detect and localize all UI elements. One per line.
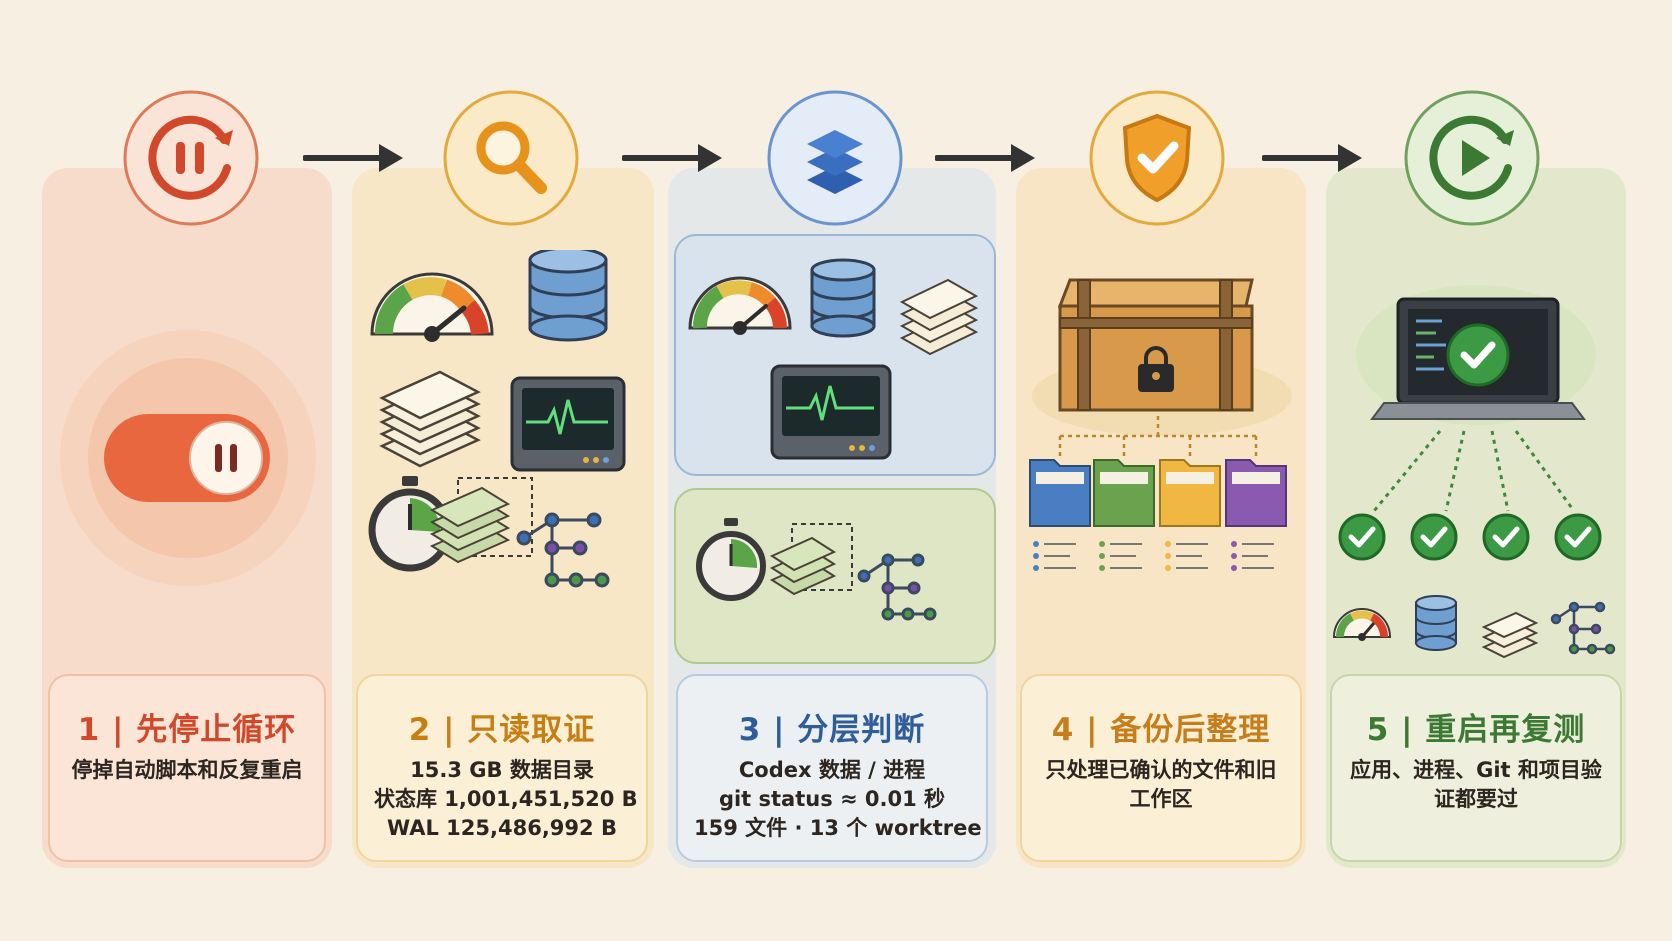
file-list-lines: [1033, 541, 1274, 571]
step-2-line-1: 15.3 GB 数据目录: [410, 758, 594, 782]
step-3-line-3: 159 文件 · 13 个 worktree: [694, 816, 982, 840]
step-5-description: 应用、进程、Git 和项目验证都要过: [1348, 756, 1604, 814]
small-gauge-icon: [1332, 608, 1392, 641]
step-3-description: Codex 数据 / 进程 git status ≈ 0.01 秒 159 文件…: [694, 756, 982, 843]
flow-arrow-1: [303, 144, 403, 172]
step-3-line-2: git status ≈ 0.01 秒: [718, 787, 946, 811]
retest-illustration: [1332, 285, 1616, 659]
database-icon: [810, 258, 876, 338]
evidence-icons-group: [368, 250, 626, 588]
pause-loop-icon: [123, 90, 259, 226]
play-loop-icon: [1404, 90, 1540, 226]
gauge-icon: [688, 276, 792, 335]
check-icon-project: [1554, 513, 1602, 561]
step-1-caption: 1 | 先停止循环 停掉自动脚本和反复重启: [48, 674, 326, 862]
step-2-line-3: WAL 125,486,992 B: [387, 816, 617, 840]
folder-icon-yellow: [1159, 459, 1221, 527]
step-2-caption: 2 | 只读取证 15.3 GB 数据目录 状态库 1,001,451,520 …: [356, 674, 648, 862]
backup-illustration: [1029, 278, 1292, 571]
step-2-title: 2 | 只读取证: [408, 712, 596, 748]
shield-check-icon: [1089, 90, 1225, 226]
layers-icon: [767, 90, 903, 226]
step-4-caption: 4 | 备份后整理 只处理已确认的文件和旧工作区: [1020, 674, 1302, 862]
step-1-line-1: 停掉自动脚本和反复重启: [71, 758, 303, 782]
step-5-title: 5 | 重启再复测: [1366, 712, 1586, 748]
small-database-icon: [1415, 595, 1457, 651]
step-5-line-1: 应用、进程、Git 和项目验证都要过: [1350, 758, 1602, 811]
step-3-title: 3 | 分层判断: [738, 712, 926, 748]
folder-icon-purple: [1225, 459, 1287, 527]
layered-judgement-icons: [688, 258, 979, 621]
check-icon-git: [1482, 513, 1530, 561]
snapshot-stack-icon: [769, 523, 853, 596]
file-stack-icon: [899, 278, 979, 356]
monitor-icon: [770, 364, 892, 460]
flow-arrow-3: [935, 144, 1035, 172]
git-branch-icon: [857, 553, 937, 621]
folder-icon-blue: [1029, 459, 1091, 527]
laptop-check-icon: [1446, 323, 1510, 387]
backup-tree-lines: [1058, 416, 1258, 456]
git-branch-icon: [516, 512, 610, 588]
locked-chest-icon: [1057, 278, 1254, 412]
monitor-icon: [510, 376, 626, 472]
step-4-line-1: 只处理已确认的文件和旧工作区: [1045, 758, 1277, 811]
verification-lines: [1372, 430, 1576, 512]
gauge-icon: [370, 272, 494, 342]
snapshot-stack-icon: [429, 477, 533, 564]
step-2-description: 15.3 GB 数据目录 状态库 1,001,451,520 B WAL 125…: [374, 756, 638, 843]
folder-icon-green: [1093, 459, 1155, 527]
file-stack-icon: [379, 370, 481, 468]
stopwatch-icon: [696, 518, 766, 601]
check-icon-app: [1338, 513, 1386, 561]
magnifier-icon: [443, 90, 579, 226]
small-file-stack-icon: [1481, 611, 1539, 659]
pause-toggle-illustration: [60, 330, 316, 586]
step-4-title: 4 | 备份后整理: [1051, 712, 1271, 748]
flow-arrow-2: [622, 144, 722, 172]
flow-arrow-4: [1262, 144, 1362, 172]
small-git-branch-icon: [1550, 601, 1616, 655]
step-4-description: 只处理已确认的文件和旧工作区: [1038, 756, 1284, 814]
step-1-description: 停掉自动脚本和反复重启: [66, 756, 308, 785]
step-5-caption: 5 | 重启再复测 应用、进程、Git 和项目验证都要过: [1330, 674, 1622, 862]
step-1-title: 1 | 先停止循环: [77, 712, 297, 748]
step-2-line-2: 状态库 1,001,451,520 B: [374, 787, 638, 811]
step-3-line-1: Codex 数据 / 进程: [738, 758, 926, 782]
check-icon-process: [1410, 513, 1458, 561]
database-icon: [528, 250, 608, 342]
step-3-caption: 3 | 分层判断 Codex 数据 / 进程 git status ≈ 0.01…: [676, 674, 988, 862]
